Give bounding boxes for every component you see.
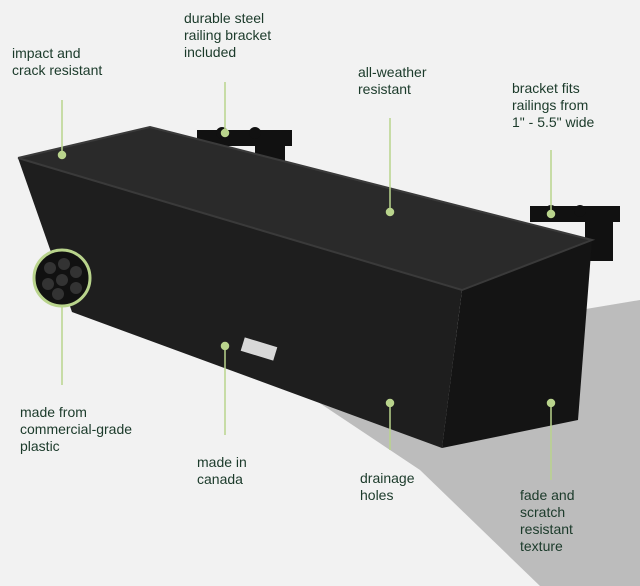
label-made-in: made in canada	[197, 454, 247, 487]
planter-front-face	[18, 158, 462, 448]
label-bracket-fits: bracket fits railings from 1" - 5.5" wid…	[512, 80, 595, 130]
label-bracket-included: durable steel railing bracket included	[184, 10, 272, 60]
label-all-weather: all-weather resistant	[358, 64, 427, 97]
label-impact: impact and crack resistant	[12, 45, 103, 78]
planter-side-face	[442, 240, 592, 448]
label-texture: fade and scratch resistant texture	[520, 487, 575, 554]
label-drainage: drainage holes	[360, 470, 415, 503]
planter-inner-back	[18, 127, 592, 290]
brand-tag	[240, 337, 278, 361]
planter-rim	[17, 125, 596, 292]
label-material: made from commercial-grade plastic	[20, 404, 133, 454]
